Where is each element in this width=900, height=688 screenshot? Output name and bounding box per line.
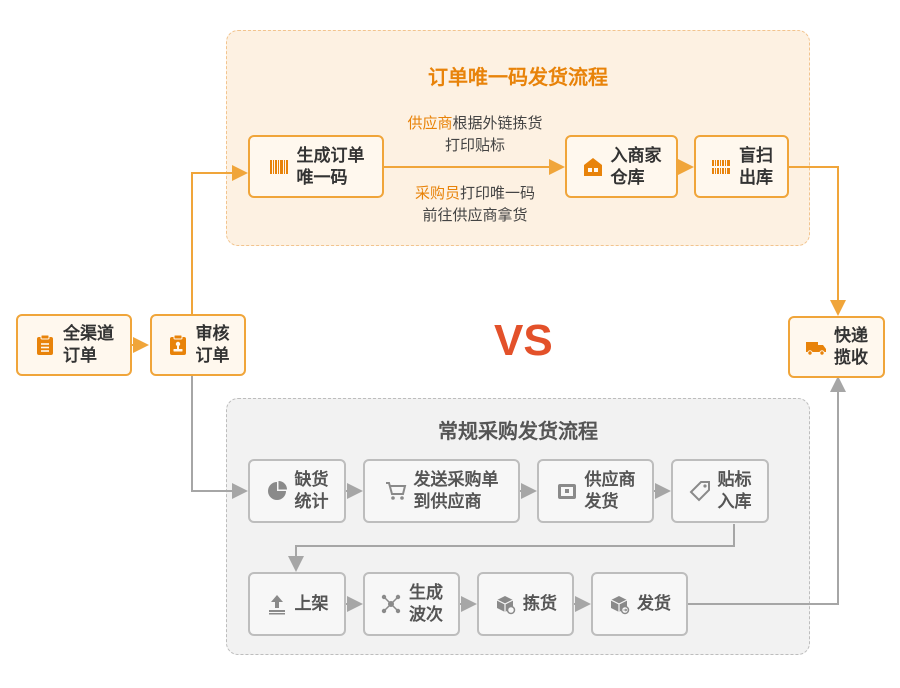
regular-flow-title: 常规采购发货流程 [438,419,598,443]
clipboard-icon [34,334,56,356]
network-icon [380,593,402,615]
blind-scan-out-node[interactable]: 盲扫出库 [694,135,789,198]
arrow-ship-courier [688,376,846,605]
pick-node[interactable]: 拣货 [477,572,574,636]
supplier-ship-node[interactable]: 供应商发货 [537,459,654,523]
ship-node[interactable]: 发货 [591,572,688,636]
supplier-note: 供应商根据外链拣货 打印贴标 [407,114,543,154]
shortage-stats-label: 缺货统计 [294,470,329,512]
all-channel-order-label: 全渠道订单 [63,324,114,366]
review-order-node[interactable]: 审核订单 [150,314,246,376]
barcode-icon [268,156,290,178]
pie-chart-icon [266,480,288,502]
arrow-review-shortage [191,376,248,499]
ship-label: 发货 [637,594,671,614]
arrow-scan-courier [789,166,846,316]
review-order-label: 审核订单 [195,324,230,366]
generate-unique-code-label: 生成订单唯一码 [296,145,365,188]
shelve-label: 上架 [294,594,329,614]
barcode-scan-icon [710,156,732,178]
send-purchase-order-label: 发送采购单到供应商 [413,470,499,512]
box-icon [556,480,578,502]
warehouse-icon [582,156,604,178]
label-inbound-label: 贴标入库 [717,470,752,512]
pick-label: 拣货 [523,594,557,614]
label-inbound-node[interactable]: 贴标入库 [671,459,769,523]
stamp-icon [167,334,189,356]
cart-icon [385,480,407,502]
shortage-stats-node[interactable]: 缺货统计 [248,459,346,523]
courier-pickup-label: 快递揽收 [834,326,868,368]
shelve-node[interactable]: 上架 [248,572,346,636]
generate-unique-code-node[interactable]: 生成订单唯一码 [248,135,384,198]
truck-icon [805,336,827,358]
generate-wave-label: 生成波次 [409,583,443,625]
pick-box-icon [494,593,516,615]
enter-warehouse-label: 入商家仓库 [610,145,662,188]
tag-icon [689,480,711,502]
generate-wave-node[interactable]: 生成波次 [363,572,460,636]
ship-box-icon [608,593,630,615]
buyer-note: 采购员打印唯一码 前往供应商拿货 [414,184,536,224]
enter-warehouse-node[interactable]: 入商家仓库 [565,135,678,198]
supplier-ship-label: 供应商发货 [584,470,636,512]
vs-label: VS [494,316,553,365]
blind-scan-out-label: 盲扫出库 [739,145,773,188]
send-purchase-order-node[interactable]: 发送采购单到供应商 [363,459,520,523]
unique-code-flow-title: 订单唯一码发货流程 [428,65,608,89]
arrow-review-generate [191,165,248,314]
all-channel-order-node[interactable]: 全渠道订单 [16,314,132,376]
arrow-label-shelve [288,524,735,572]
courier-pickup-node[interactable]: 快递揽收 [788,316,885,378]
upload-icon [266,593,288,615]
